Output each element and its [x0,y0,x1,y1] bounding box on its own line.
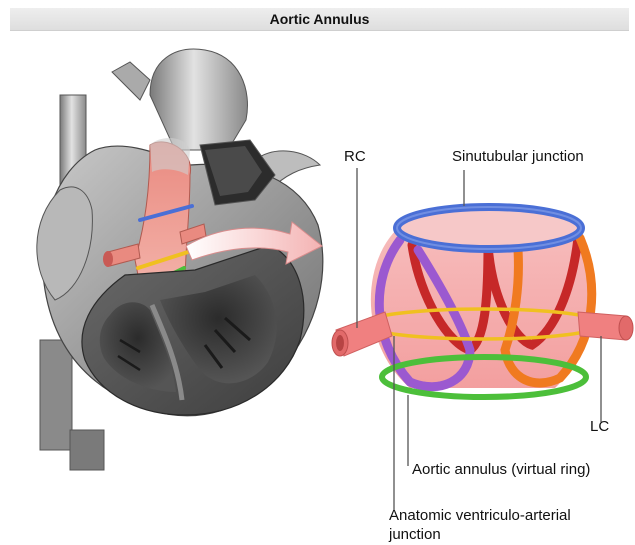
heart-illustration [37,49,323,470]
lc-label: LC [590,418,609,435]
rc-label: RC [344,148,366,165]
vaj-label-line1: Anatomic ventriculo-arterial [389,507,571,524]
sinotubular-label: Sinutubular junction [452,148,584,165]
lc-coronary [578,312,633,340]
vaj-label-line2: junction [389,526,441,543]
annulus-label: Aortic annulus (virtual ring) [412,461,590,478]
aortic-root-diagram [332,168,633,510]
